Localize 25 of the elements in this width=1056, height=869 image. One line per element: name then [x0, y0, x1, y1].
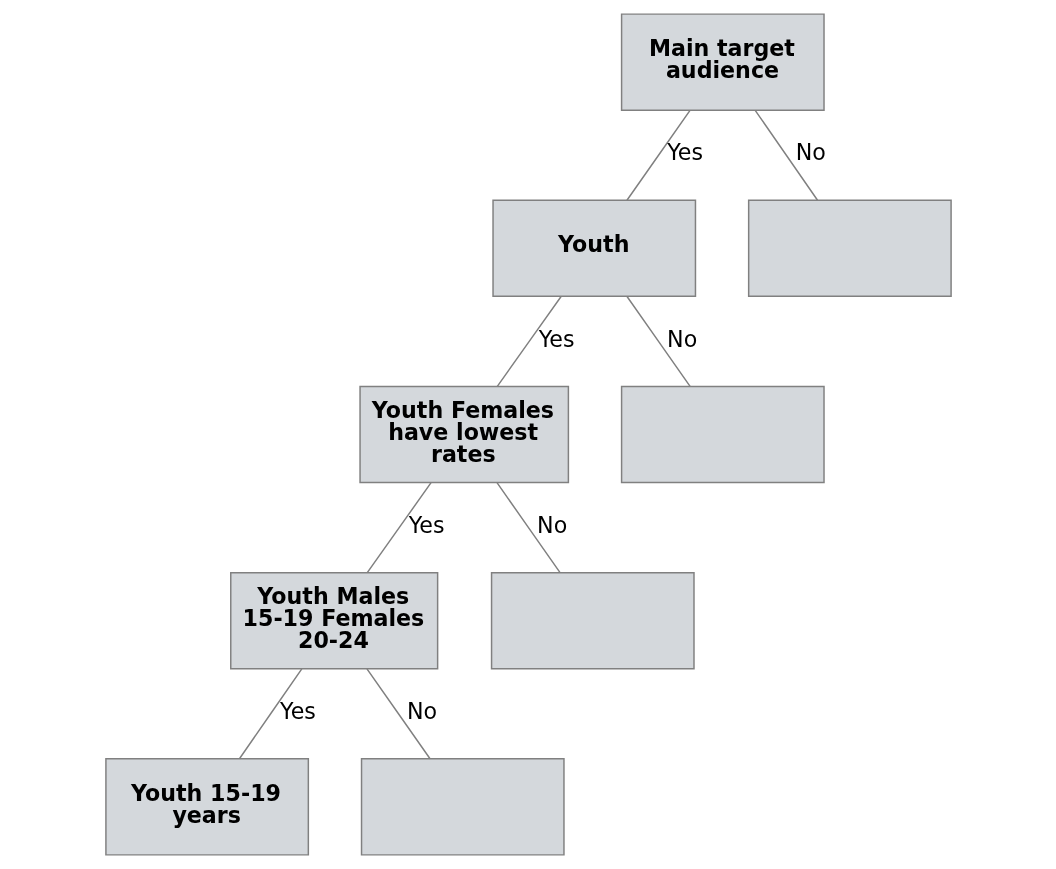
edge-label: Yes [279, 697, 316, 724]
node-box [490, 571, 695, 670]
node-box: Main target audience [620, 13, 825, 111]
edge-label: No [406, 697, 437, 724]
edge-label: Yes [538, 325, 574, 352]
connector [495, 481, 561, 574]
node-box: Youth Males 15-19 Females 20-24 [229, 571, 438, 670]
node-box [747, 199, 952, 298]
edge-label: No [666, 325, 697, 352]
connector [496, 295, 562, 388]
connector [366, 481, 432, 574]
edge-label: No [795, 139, 826, 166]
connector [238, 668, 303, 760]
connector [753, 109, 818, 201]
node-box [620, 385, 825, 484]
edge-label: Yes [408, 511, 444, 538]
edge-label: Yes [666, 139, 703, 166]
node-box: Youth 15-19 years [104, 758, 309, 856]
connector [625, 295, 691, 388]
connector [625, 109, 691, 201]
node-box [360, 758, 565, 856]
edge-label: No [536, 511, 567, 538]
connector [365, 668, 431, 760]
node-box: Youth Females have lowest rates [358, 385, 569, 484]
node-box: Youth [491, 199, 696, 298]
